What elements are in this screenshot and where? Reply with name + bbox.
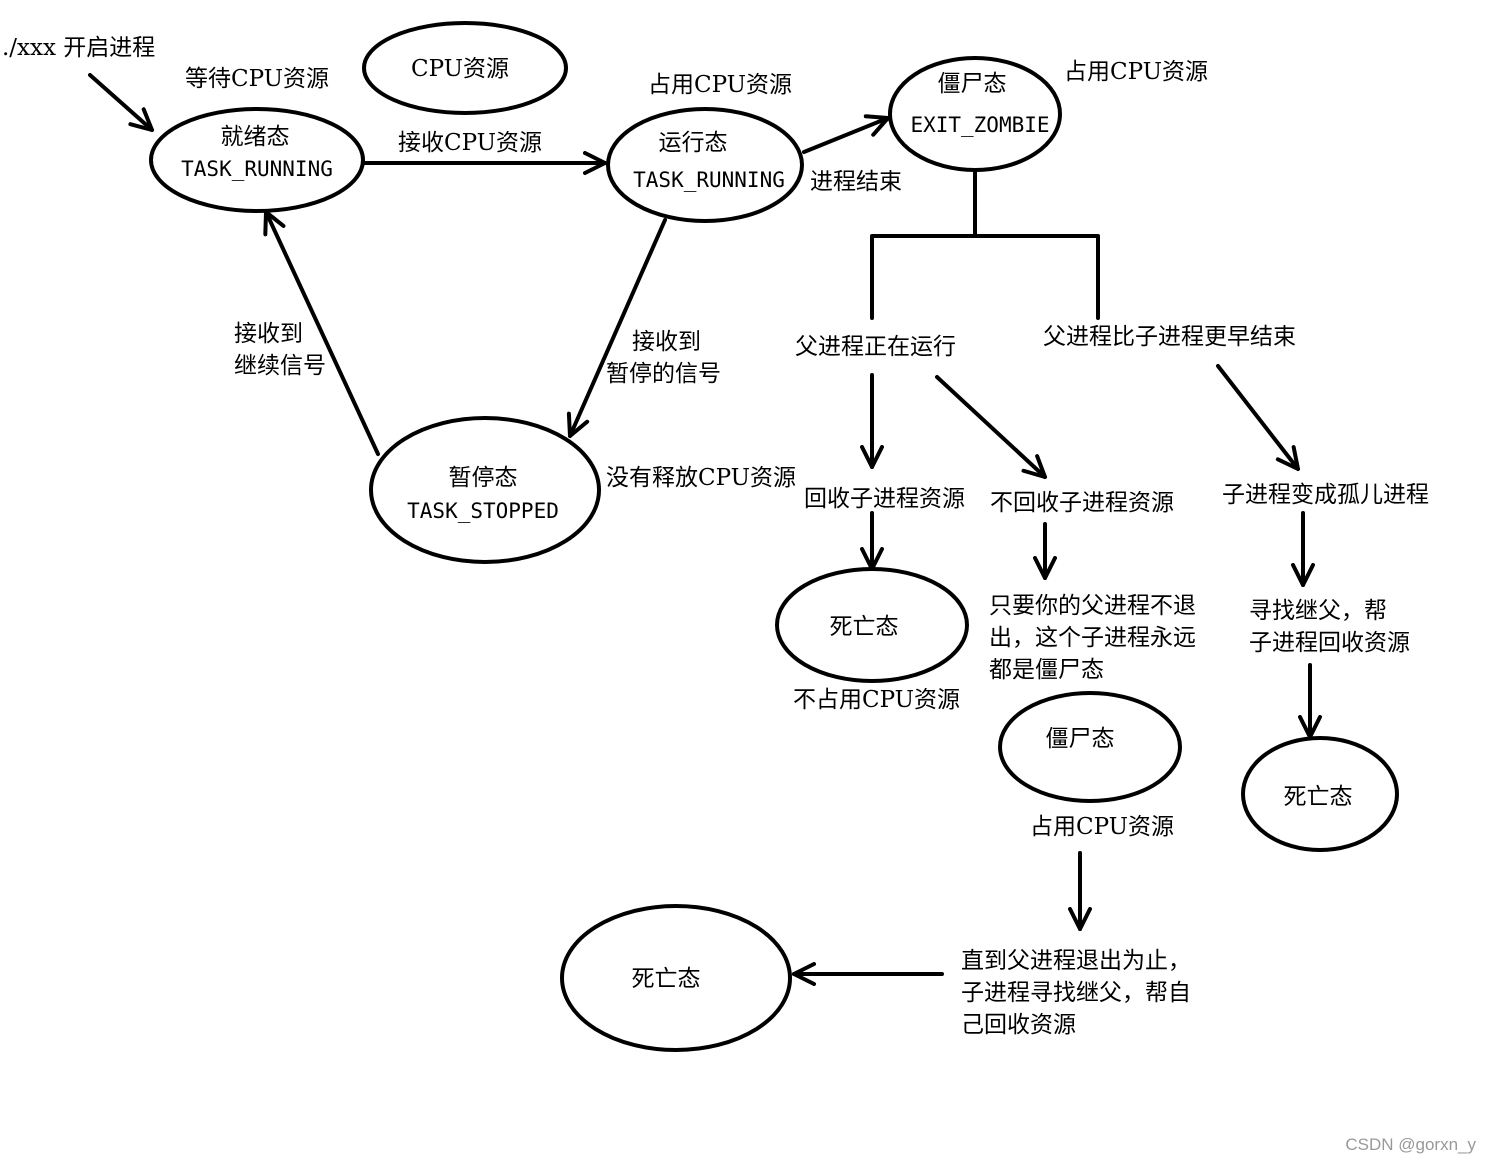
occupy-cpu-zombie-label: 占用CPU资源 bbox=[1064, 59, 1208, 85]
wait-cpu-label: 等待CPU资源 bbox=[185, 66, 329, 92]
forever-zombie-label-line-3: 都是僵尸态 bbox=[989, 657, 1104, 683]
not-reclaim-child-label: 不回收子进程资源 bbox=[990, 490, 1174, 516]
start-arrow bbox=[88, 73, 154, 132]
running-state-label: 运行态 bbox=[659, 130, 728, 156]
running-state-code: TASK_RUNNING bbox=[633, 168, 785, 192]
dead-state-label-2: 死亡态 bbox=[1284, 784, 1353, 810]
occupy-cpu-zombie2-label: 占用CPU资源 bbox=[1030, 814, 1174, 840]
forever-zombie-label-line-2: 出，这个子进程永远 bbox=[989, 625, 1196, 651]
start-label: ./xxx 开启进程 bbox=[2, 35, 155, 61]
ready-state-code: TASK_RUNNING bbox=[181, 157, 333, 181]
dead-state-label-3: 死亡态 bbox=[632, 966, 701, 992]
dead-state-label-1: 死亡态 bbox=[830, 614, 899, 640]
forever-zombie-label-line-1: 只要你的父进程不退 bbox=[989, 593, 1196, 619]
parent-running-to-not-reclaim-arrow bbox=[935, 375, 1047, 479]
parent-exit-to-orphan-arrow bbox=[1216, 364, 1300, 471]
running-to-zombie-arrow bbox=[802, 114, 890, 154]
until-parent-exit-label-line-1: 直到父进程退出为止， bbox=[961, 948, 1191, 974]
continue-signal-label-line-1: 接收到 bbox=[234, 321, 303, 347]
running-state-ellipse bbox=[606, 107, 804, 223]
cpu-resource-ellipse bbox=[362, 21, 568, 115]
cpu-resource-label: CPU资源 bbox=[411, 56, 509, 82]
reclaim-child-label: 回收子进程资源 bbox=[804, 486, 965, 512]
zombie-state-ellipse-2 bbox=[998, 691, 1182, 803]
continue-signal-label-line-2: 继续信号 bbox=[234, 353, 326, 379]
find-stepfather-label-line-1: 寻找继父，帮 bbox=[1249, 598, 1387, 624]
watermark: CSDN @gorxn_y bbox=[1345, 1135, 1476, 1154]
stop-signal-label-line-2: 暂停的信号 bbox=[606, 361, 721, 387]
stopped-state-ellipse bbox=[369, 416, 601, 564]
occupy-cpu-running-label: 占用CPU资源 bbox=[648, 72, 792, 98]
orphan-label: 子进程变成孤儿进程 bbox=[1222, 482, 1429, 508]
no-release-cpu-label: 没有释放CPU资源 bbox=[606, 465, 796, 491]
stopped-to-ready-arrow bbox=[263, 210, 380, 456]
stopped-state-label: 暂停态 bbox=[449, 465, 518, 491]
ready-state-ellipse bbox=[149, 107, 365, 213]
not-occupy-cpu-label: 不占用CPU资源 bbox=[793, 687, 960, 713]
zombie-state-code: EXIT_ZOMBIE bbox=[910, 113, 1049, 137]
zombie-state-label-2: 僵尸态 bbox=[1046, 726, 1115, 752]
parent-running-label: 父进程正在运行 bbox=[795, 334, 956, 360]
ready-state-label: 就绪态 bbox=[221, 124, 290, 150]
receive-cpu-label: 接收CPU资源 bbox=[398, 130, 542, 156]
parent-exit-earlier-label: 父进程比子进程更早结束 bbox=[1043, 324, 1296, 350]
stop-signal-label-line-1: 接收到 bbox=[632, 329, 701, 355]
running-to-stopped-arrow bbox=[566, 218, 667, 438]
dead-state-ellipse-3 bbox=[560, 904, 792, 1052]
find-stepfather-label-line-2: 子进程回收资源 bbox=[1249, 630, 1410, 656]
zombie-state-label: 僵尸态 bbox=[938, 71, 1007, 97]
until-parent-exit-label-line-2: 子进程寻找继父，帮自 bbox=[961, 980, 1191, 1006]
process-end-label: 进程结束 bbox=[810, 169, 902, 195]
zombie-branch-bar bbox=[870, 234, 1100, 320]
stopped-state-code: TASK_STOPPED bbox=[407, 499, 559, 523]
until-parent-exit-label-line-3: 己回收资源 bbox=[961, 1012, 1076, 1038]
